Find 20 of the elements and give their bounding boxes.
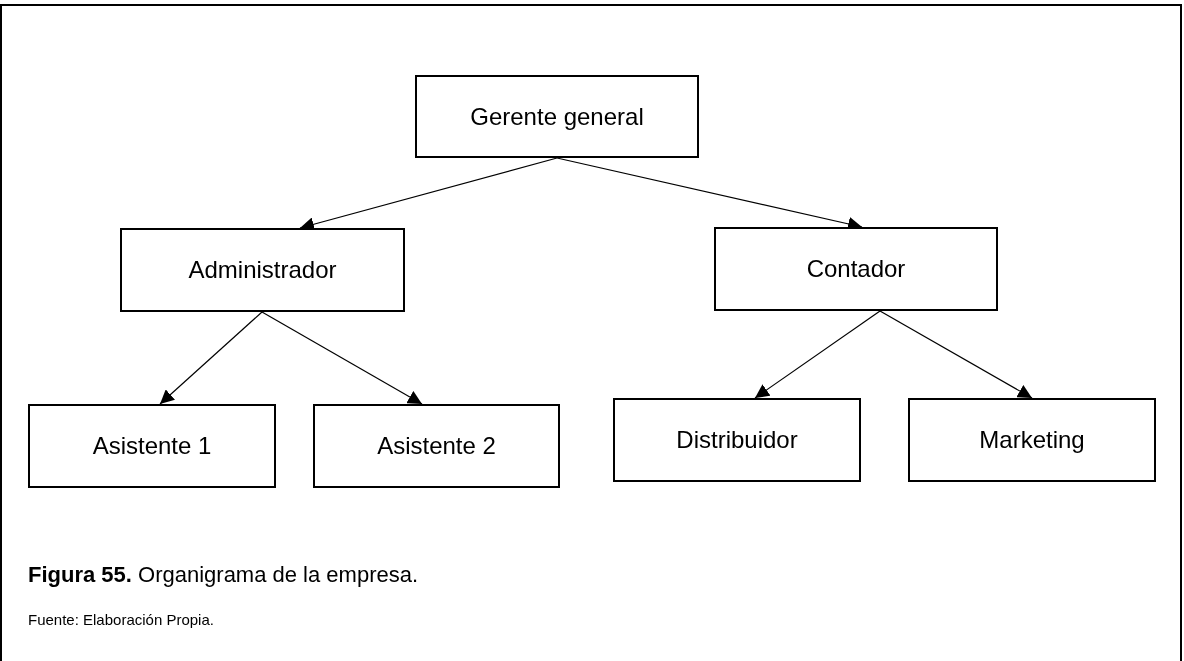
arrow [879,310,1033,399]
org-box [908,398,1156,482]
org-box [613,398,861,482]
org-box [28,404,276,488]
role-label: Marketing [979,426,1085,454]
source-note: Fuente: Elaboración Propia. [28,611,214,628]
org-box [415,75,699,158]
role-label: Distribuidor [676,426,798,454]
role-label: Contador [806,255,906,283]
figure-caption: Figura 55. Organigrama de la empresa. [28,562,419,588]
org-box [313,404,560,488]
role-label: Gerente general [470,102,644,131]
arrow [159,311,263,405]
role-label: Asistente 2 [377,432,496,460]
arrow [754,310,881,399]
org-box [120,228,405,312]
arrow [261,311,423,405]
org-box [714,227,998,311]
role-label: Asistente 1 [92,432,212,460]
role-label: Administrador [188,256,337,284]
